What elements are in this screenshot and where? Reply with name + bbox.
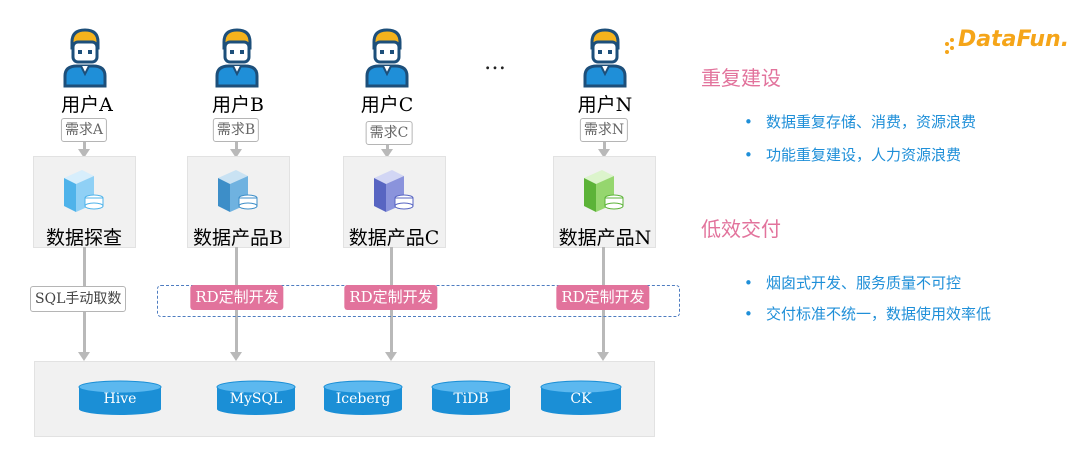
storage-label: CK bbox=[570, 391, 592, 407]
storage-label: MySQL bbox=[229, 391, 283, 407]
rd-custom-dev-n: RD定制开发 bbox=[556, 285, 650, 310]
connector bbox=[83, 142, 86, 150]
storage-ck: CK bbox=[540, 380, 622, 416]
storage-mysql: MySQL bbox=[216, 380, 296, 416]
server-icon bbox=[218, 170, 258, 212]
server-icon bbox=[584, 170, 624, 212]
manual-sql-box: SQL手动取数 bbox=[30, 286, 127, 312]
request-box-a: 需求A bbox=[60, 118, 108, 142]
more-users-ellipsis: … bbox=[484, 50, 506, 75]
arrow-down-icon bbox=[385, 352, 397, 361]
arrow-down-icon bbox=[597, 352, 609, 361]
storage-label: TiDB bbox=[453, 391, 489, 407]
user-label-a: 用户A bbox=[61, 94, 113, 116]
arrow-down-icon bbox=[598, 149, 610, 158]
user-label-c: 用户C bbox=[360, 94, 414, 116]
product-label-b: 数据产品B bbox=[193, 227, 283, 249]
user-icon bbox=[63, 28, 107, 88]
bullet-text: 烟囱式开发、服务质量不可控 bbox=[766, 274, 962, 292]
logo-dots-icon bbox=[945, 38, 954, 54]
database-cylinder-icon bbox=[78, 380, 162, 415]
database-cylinder-icon bbox=[216, 380, 296, 415]
request-box-b: 需求B bbox=[212, 118, 260, 142]
product-label-explore: 数据探查 bbox=[45, 227, 123, 249]
arrow-down-icon bbox=[78, 149, 90, 158]
storage-hive: Hive bbox=[78, 380, 162, 416]
user-label-b: 用户B bbox=[212, 94, 264, 116]
request-box-c: 需求C bbox=[365, 121, 413, 145]
database-cylinder-icon bbox=[323, 380, 403, 415]
issue-bullet: •交付标准不统一，数据使用效率低 bbox=[744, 305, 992, 323]
connector bbox=[603, 142, 606, 150]
storage-tidb: TiDB bbox=[431, 380, 511, 416]
user-label-n: 用户N bbox=[577, 94, 633, 116]
bullet-text: 功能重复建设，人力资源浪费 bbox=[766, 146, 962, 164]
storage-iceberg: Iceberg bbox=[323, 380, 403, 416]
server-icon bbox=[64, 170, 104, 212]
bullet-text: 交付标准不统一，数据使用效率低 bbox=[766, 305, 992, 323]
database-cylinder-icon bbox=[540, 380, 622, 415]
arrow-down-icon bbox=[78, 352, 90, 361]
issue-heading-duplication: 重复建设 bbox=[701, 66, 781, 90]
connector bbox=[386, 145, 389, 150]
storage-label: Iceberg bbox=[335, 391, 391, 407]
product-label-n: 数据产品N bbox=[558, 227, 652, 249]
database-cylinder-icon bbox=[431, 380, 511, 415]
issue-bullet: •数据重复存储、消费，资源浪费 bbox=[744, 113, 977, 131]
issue-bullet: •功能重复建设，人力资源浪费 bbox=[744, 146, 962, 164]
datafun-logo: DataFun. bbox=[958, 27, 1070, 52]
user-icon bbox=[365, 28, 409, 88]
rd-custom-dev-b: RD定制开发 bbox=[190, 285, 284, 310]
arrow-down-icon bbox=[381, 149, 393, 158]
user-icon bbox=[215, 28, 259, 88]
bullet-text: 数据重复存储、消费，资源浪费 bbox=[766, 113, 977, 131]
issue-bullet: •烟囱式开发、服务质量不可控 bbox=[744, 274, 962, 292]
storage-label: Hive bbox=[103, 391, 137, 407]
product-label-c: 数据产品C bbox=[348, 227, 440, 249]
server-icon bbox=[374, 170, 414, 212]
issue-heading-inefficiency: 低效交付 bbox=[701, 217, 781, 241]
request-box-n: 需求N bbox=[579, 118, 629, 142]
connector bbox=[235, 142, 238, 150]
rd-custom-dev-c: RD定制开发 bbox=[344, 285, 438, 310]
arrow-down-icon bbox=[230, 149, 242, 158]
user-icon bbox=[583, 28, 627, 88]
arrow-down-icon bbox=[230, 352, 242, 361]
